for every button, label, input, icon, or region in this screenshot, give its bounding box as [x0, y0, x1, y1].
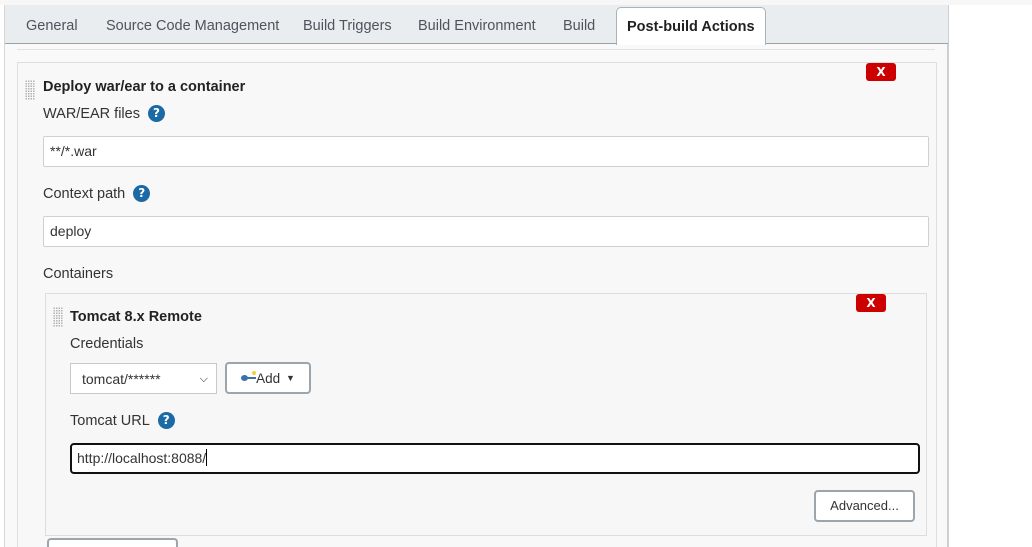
section-title: Deploy war/ear to a container [43, 79, 246, 95]
chevron-down-icon: ⌵ [199, 372, 208, 385]
war-ear-files-label-text: WAR/EAR files [43, 106, 140, 122]
tab-build-environment[interactable]: Build Environment [418, 18, 536, 34]
dropdown-caret-icon: ▼ [285, 373, 295, 383]
tab-source-code-management[interactable]: Source Code Management [106, 18, 280, 34]
drag-handle-icon[interactable] [25, 80, 35, 100]
tab-bar: General Source Code Management Build Tri… [5, 5, 948, 45]
context-path-input[interactable]: deploy [43, 216, 929, 247]
add-label: Add [256, 371, 281, 386]
advanced-button[interactable]: Advanced... [814, 490, 915, 522]
container-title: Tomcat 8.x Remote [70, 309, 202, 325]
tomcat-url-label: Tomcat URL? [70, 412, 175, 429]
help-icon[interactable]: ? [157, 412, 175, 429]
tab-post-build-actions[interactable]: Post-build Actions [616, 7, 766, 45]
config-panel: General Source Code Management Build Tri… [4, 5, 949, 547]
context-path-label: Context path? [43, 185, 151, 202]
war-ear-files-input[interactable]: **/*.war [43, 136, 929, 167]
delete-container-button[interactable]: X [856, 294, 886, 312]
tomcat-url-input[interactable]: http://localhost:8088/ [70, 443, 920, 474]
tab-divider [17, 49, 935, 50]
text-caret [206, 449, 208, 466]
credentials-select[interactable]: tomcat/****** ⌵ [70, 363, 217, 394]
key-icon [241, 371, 257, 382]
add-container-button[interactable] [47, 538, 178, 547]
add-credentials-button[interactable]: Add ▼ [225, 362, 311, 394]
tab-build-triggers[interactable]: Build Triggers [303, 18, 392, 34]
delete-deploy-step-button[interactable]: X [866, 63, 896, 81]
tomcat-url-value: http://localhost:8088/ [77, 450, 207, 466]
deploy-war-ear-section: X Deploy war/ear to a container WAR/EAR … [17, 62, 937, 547]
tomcat-container-section: X Tomcat 8.x Remote Credentials tomcat/*… [45, 293, 927, 536]
context-path-label-text: Context path [43, 186, 126, 202]
war-ear-files-label: WAR/EAR files? [43, 105, 165, 122]
top-strip [0, 0, 1032, 5]
tab-general[interactable]: General [26, 18, 78, 34]
credentials-label: Credentials [70, 336, 144, 352]
credentials-selected-value: tomcat/****** [82, 371, 161, 387]
tomcat-url-label-text: Tomcat URL [70, 413, 150, 429]
help-icon[interactable]: ? [133, 185, 151, 202]
containers-label: Containers [43, 266, 114, 282]
help-icon[interactable]: ? [147, 105, 165, 122]
tab-build[interactable]: Build [563, 18, 596, 34]
drag-handle-icon[interactable] [53, 307, 63, 327]
